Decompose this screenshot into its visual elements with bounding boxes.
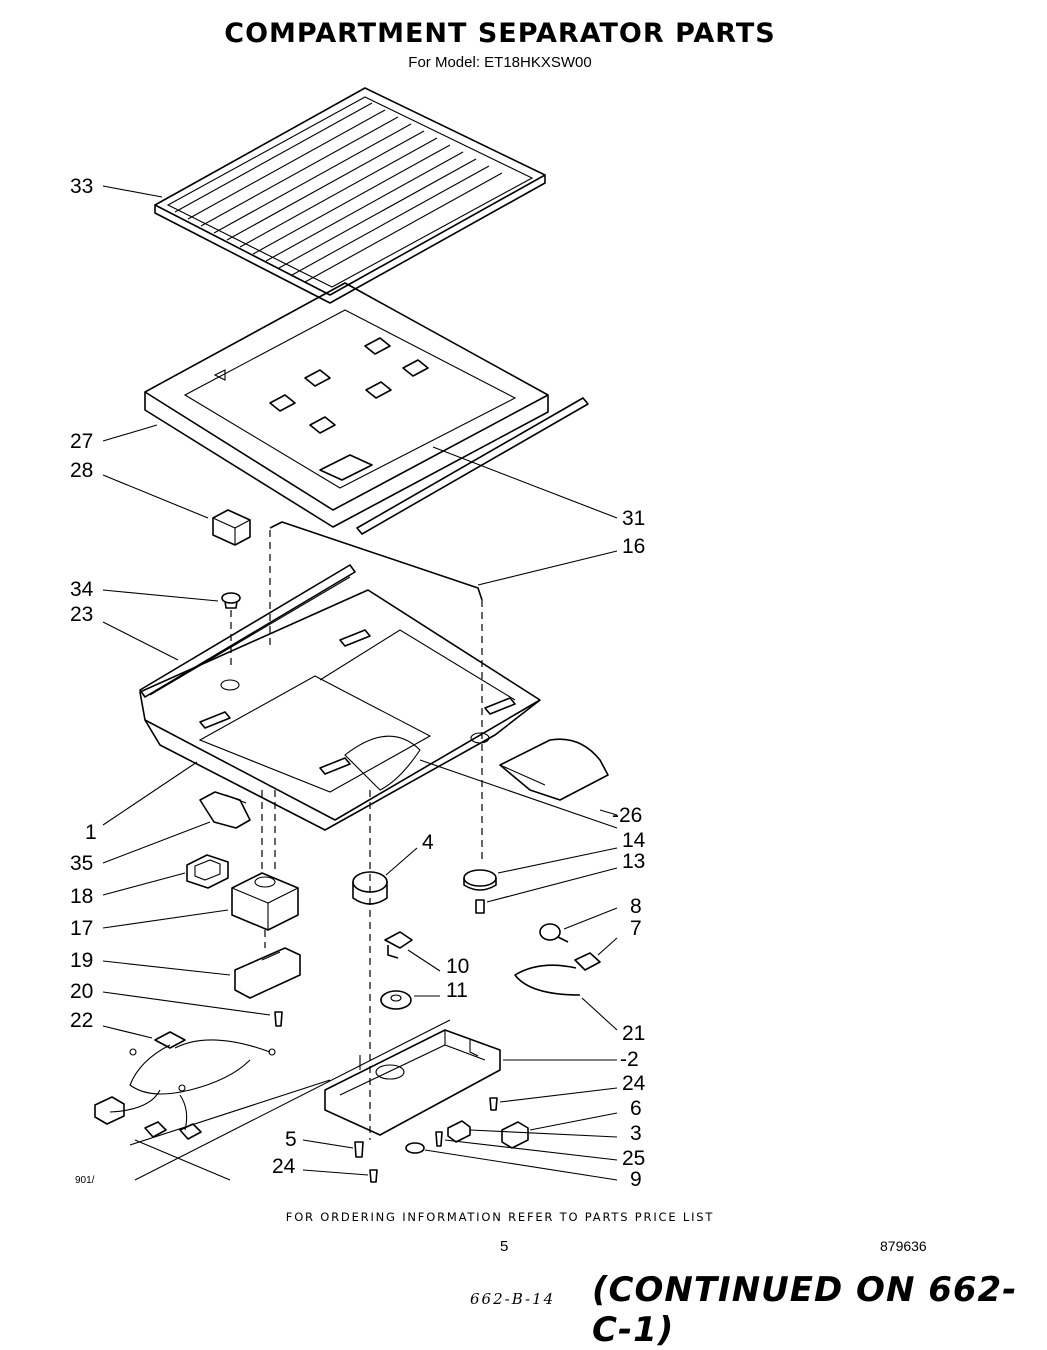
part-20-screw	[274, 1011, 283, 1027]
callout-27: 27	[70, 430, 94, 453]
callout-2: -2	[620, 1048, 639, 1071]
part-14-knob	[463, 869, 497, 891]
callout-24-upper: 24	[622, 1072, 646, 1095]
callout-9: 9	[630, 1168, 642, 1191]
part-25-screw	[435, 1131, 443, 1147]
part-24-screw-upper	[489, 1097, 498, 1111]
page-title: COMPARTMENT SEPARATOR PARTS	[224, 18, 776, 49]
callout-26: -26	[612, 804, 643, 827]
page-number: 5	[500, 1238, 509, 1255]
callout-21: 21	[622, 1022, 646, 1045]
callout-18: 18	[70, 885, 94, 908]
part-22-wire-harness	[94, 1031, 276, 1181]
part-13-shaft	[475, 899, 485, 914]
callout-35: 35	[70, 852, 94, 875]
part-31-gasket-strip	[356, 397, 589, 535]
part-24-screw-lower	[369, 1169, 378, 1183]
ordering-note: FOR ORDERING INFORMATION REFER TO PARTS …	[285, 1210, 715, 1224]
part-5-screw	[354, 1141, 364, 1158]
callout-31: 31	[622, 507, 646, 530]
part-19-bracket	[234, 930, 301, 999]
part-17-housing	[231, 790, 299, 931]
part-7-socket	[574, 952, 601, 971]
part-21-wire	[514, 964, 581, 996]
part-35-damper	[199, 791, 251, 829]
drawing-code: 901/	[75, 1175, 95, 1186]
part-3-switch	[447, 1120, 471, 1143]
part-1-separator-base	[139, 589, 541, 831]
callout-1: 1	[85, 821, 97, 844]
part-33-shelf-grille	[154, 87, 546, 304]
part-9-seal	[405, 1142, 425, 1154]
part-34-screw	[221, 592, 241, 670]
part-8-light-bulb	[539, 923, 569, 943]
continued-note: (CONTINUED ON 662-C-1)	[592, 1270, 1018, 1350]
part-11-seal	[380, 990, 412, 1010]
callout-13: 13	[622, 850, 646, 873]
callout-7: 7	[630, 917, 642, 940]
callout-17: 17	[70, 917, 94, 940]
callout-16: 16	[622, 535, 646, 558]
part-6-switch	[501, 1121, 529, 1149]
callout-3: 3	[630, 1122, 642, 1145]
callout-14: 14	[622, 829, 646, 852]
part-26-insulation	[499, 738, 609, 801]
callout-11: 11	[446, 979, 468, 1002]
part-23-rail	[139, 564, 356, 698]
callout-23: 23	[70, 603, 94, 626]
part-18-gasket	[186, 854, 229, 889]
callout-25: 25	[622, 1147, 646, 1170]
part-2-control-housing	[324, 1029, 501, 1136]
callout-28: 28	[70, 459, 94, 482]
callout-34: 34	[70, 578, 94, 601]
part-28-block	[212, 509, 251, 546]
callout-4: 4	[422, 831, 434, 854]
handwritten-reference: 662-B-14	[470, 1290, 556, 1308]
model-subtitle: For Model: ET18HKXSW00	[408, 54, 592, 71]
callout-5: 5	[285, 1128, 297, 1151]
part-16-heater-wire	[269, 521, 483, 862]
part-4-control-housing	[352, 790, 388, 1140]
leader-lines	[102, 185, 618, 1181]
callout-20: 20	[70, 980, 94, 1003]
callout-8: 8	[630, 895, 642, 918]
document-number: 879636	[880, 1238, 927, 1254]
callout-33: 33	[70, 175, 94, 198]
callout-10: 10	[446, 955, 470, 978]
part-10-thermostat	[384, 931, 413, 959]
callout-6: 6	[630, 1097, 642, 1120]
callout-19: 19	[70, 949, 94, 972]
callout-22: 22	[70, 1009, 94, 1032]
callout-24-lower: 24	[272, 1155, 296, 1178]
part-27-separator-frame	[144, 282, 549, 528]
